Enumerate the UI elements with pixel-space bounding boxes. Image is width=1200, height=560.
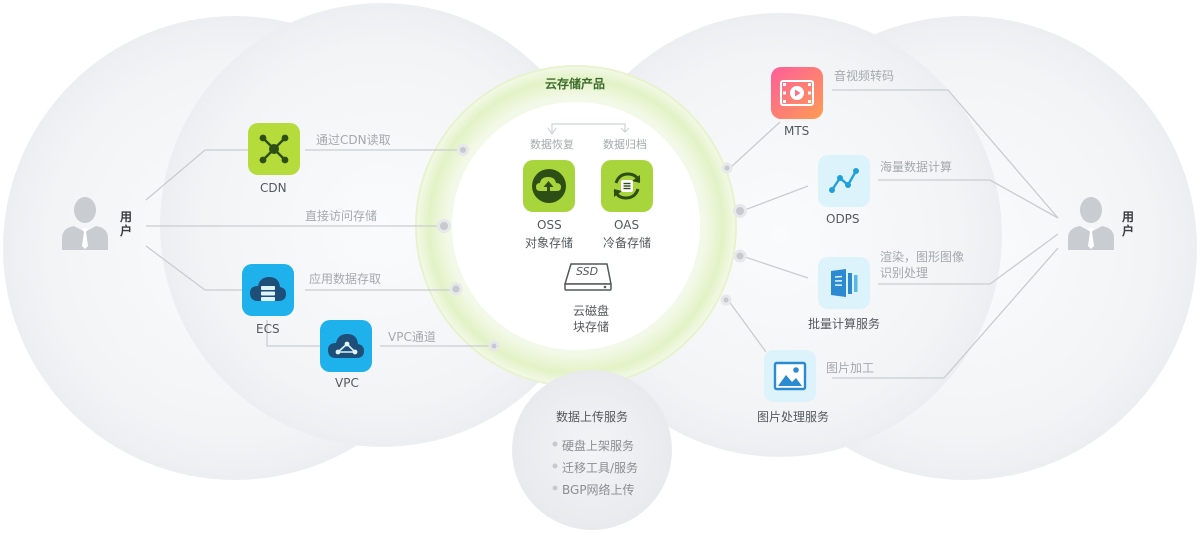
disk-name: 云磁盘 (573, 304, 610, 318)
cloud-network-icon (328, 334, 364, 358)
odps-label: ODPS (826, 212, 860, 226)
ecs-label: ECS (256, 322, 280, 336)
upload-item-2: 迁移工具/服务 (562, 461, 639, 475)
oss-desc: 对象存储 (525, 236, 574, 250)
recover-label: 数据恢复 (530, 138, 574, 151)
ssd-disk-icon[interactable] (563, 262, 613, 292)
line-chart-icon (829, 168, 859, 193)
right-user-icon (1068, 194, 1114, 254)
image-service-tile[interactable] (764, 350, 816, 402)
image-service-label: 图片处理服务 (757, 410, 830, 424)
mts-label: MTS (784, 124, 810, 138)
vpc-edge-label: VPC通道 (388, 330, 436, 344)
oss-name: OSS (537, 218, 562, 232)
image-edge-label: 图片加工 (826, 361, 875, 375)
left-user-icon (62, 194, 108, 254)
mts-edge-label: 音视频转码 (834, 69, 895, 83)
upload-item-1: 硬盘上架服务 (562, 439, 635, 453)
batch-compute-tile[interactable] (818, 257, 870, 309)
video-film-icon (780, 80, 814, 106)
archive-storage-icon (613, 172, 641, 200)
cdn-tile[interactable] (248, 123, 300, 175)
disk-desc: 块存储 (573, 320, 610, 334)
batch-edge-label-1: 渲染，图形图像 (880, 250, 965, 264)
cloud-server-icon (250, 277, 286, 301)
upload-item-3: BGP网络上传 (562, 483, 635, 497)
mts-tile[interactable] (771, 67, 823, 119)
cdn-label: CDN (260, 181, 287, 195)
storage-products-title: 云存储产品 (545, 77, 606, 91)
batch-compute-icon (831, 269, 858, 297)
batch-compute-label: 批量计算服务 (808, 317, 881, 331)
ecs-edge-label: 应用数据存取 (309, 272, 382, 286)
vpc-label: VPC (335, 376, 359, 390)
ssd-badge: SSD (576, 265, 599, 278)
oas-tile[interactable] (601, 160, 653, 212)
ecs-tile[interactable] (242, 264, 294, 316)
direct-edge-label: 直接访问存储 (305, 209, 378, 223)
oas-desc: 冷备存储 (603, 236, 652, 250)
oas-name: OAS (614, 218, 640, 232)
odps-tile[interactable] (818, 155, 870, 207)
odps-edge-label: 海量数据计算 (880, 160, 953, 174)
cdn-edge-label: 通过CDN读取 (316, 133, 391, 147)
batch-edge-label-2: 识别处理 (880, 266, 929, 280)
upload-title: 数据上传服务 (556, 410, 629, 424)
archive-label: 数据归档 (603, 138, 647, 151)
image-picture-icon (773, 361, 807, 391)
left-user-label: 用户 (120, 210, 133, 238)
object-storage-icon (532, 169, 566, 203)
vpc-tile[interactable] (320, 320, 372, 372)
network-node-icon (259, 134, 289, 164)
upload-circle (512, 370, 672, 530)
right-user-label: 用户 (1122, 210, 1135, 238)
oss-tile[interactable] (523, 160, 575, 212)
